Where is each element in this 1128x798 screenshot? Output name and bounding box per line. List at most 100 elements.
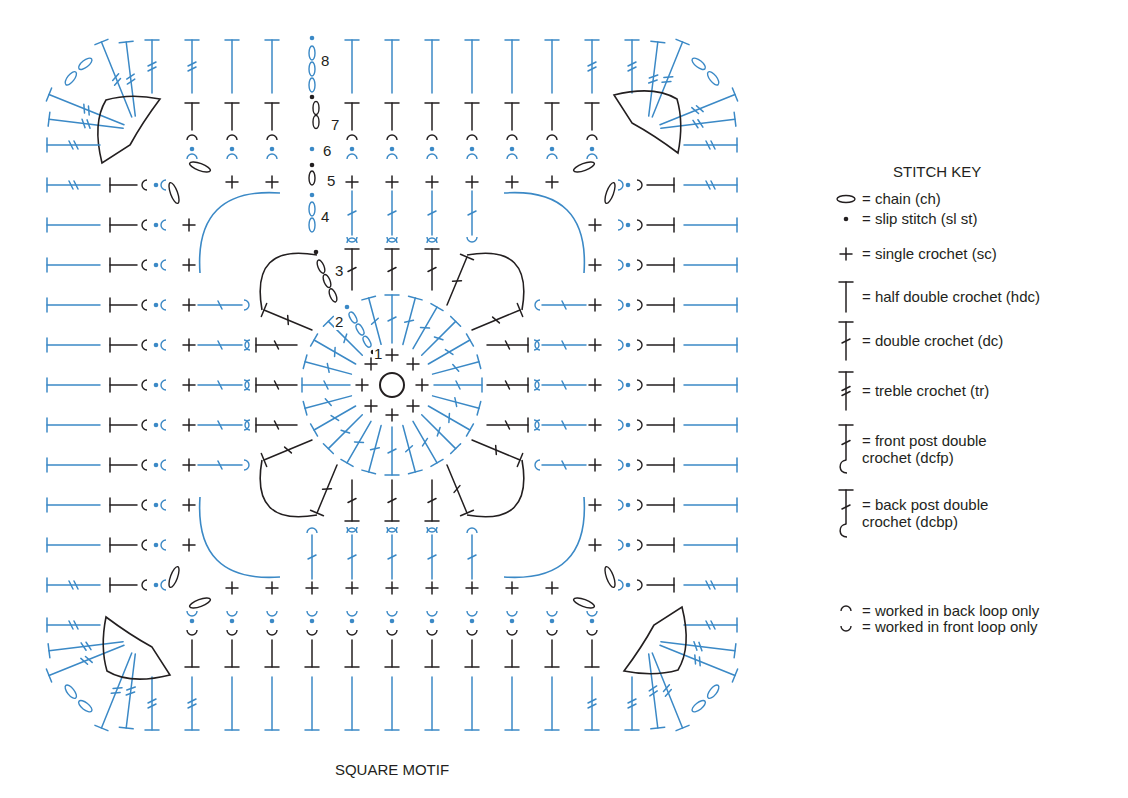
single-crochet (351, 176, 353, 188)
loop-mark (637, 540, 642, 550)
stitch-top (625, 39, 639, 41)
stitch-top (46, 498, 48, 512)
stitch-top (255, 378, 257, 392)
single-crochet (589, 224, 601, 226)
stitch-top (303, 355, 307, 369)
stitch-top (109, 458, 111, 472)
single-crochet (183, 464, 195, 466)
stitch-mark (372, 318, 379, 324)
stitch-mark (699, 642, 702, 650)
stitch-top (425, 39, 439, 41)
stitch-top (46, 218, 48, 232)
slip-stitch (310, 36, 315, 41)
stitch-top (225, 39, 239, 41)
stitch-top (585, 39, 599, 41)
chain-stitch (348, 311, 359, 324)
stitch-post (433, 362, 479, 374)
stitch-post (305, 362, 351, 374)
stitch-mark (506, 381, 510, 389)
stitch-mark (406, 446, 413, 452)
loop-mark (618, 380, 623, 390)
stitch-top (225, 666, 239, 668)
chain-stitch (63, 70, 78, 87)
stitch-post (101, 42, 131, 117)
stitch-top (425, 102, 439, 104)
stitch-top (545, 666, 559, 668)
stitch-post (151, 677, 153, 730)
stitch-mark (506, 341, 510, 349)
stitch-top (481, 378, 483, 392)
stitch-mark (388, 449, 396, 453)
chain-stitch (188, 596, 211, 610)
single-crochet (589, 464, 601, 466)
stitch-mark (74, 621, 78, 629)
stitch-post (551, 103, 553, 130)
stitch-top (673, 378, 675, 392)
chain-stitch (77, 56, 94, 71)
slip-stitch (310, 147, 315, 152)
stitch-top (109, 218, 111, 232)
stitch-mark (448, 414, 450, 423)
stitch-post (551, 40, 553, 93)
loop-mark (534, 380, 539, 390)
stitch-top (505, 39, 519, 41)
round-number: 5 (326, 172, 336, 189)
stitch-post (652, 653, 682, 728)
stitch-top (46, 578, 48, 592)
stitch-post (264, 440, 312, 460)
loop-mark (142, 220, 147, 230)
loop-mark (507, 611, 517, 616)
loop-mark (142, 340, 147, 350)
stitch-post (591, 103, 593, 130)
stitch-mark (275, 341, 279, 349)
stitch-top (109, 538, 111, 552)
loop-mark (547, 611, 557, 616)
loop-mark (142, 180, 147, 190)
single-crochet (511, 582, 513, 594)
slip-stitch (626, 183, 631, 188)
stitch-post (110, 344, 137, 346)
stitch-mark (706, 581, 710, 589)
stitch-post (647, 264, 674, 266)
stitch-post (49, 119, 123, 128)
chain-stitch (603, 181, 617, 204)
stitch-mark (285, 447, 292, 453)
chain-loop (624, 607, 686, 674)
single-crochet (183, 504, 195, 506)
stitch-top (119, 41, 133, 43)
chain-stitch (309, 202, 315, 216)
stitch-post (447, 257, 467, 305)
chain-stitch (309, 171, 315, 185)
slip-stitch (154, 503, 159, 508)
slip-stitch (430, 619, 435, 624)
loop-mark (244, 420, 249, 430)
round-number: 7 (330, 116, 340, 133)
slip-stitch (430, 147, 435, 152)
stitch-top (477, 355, 481, 369)
stitch-top (255, 338, 257, 352)
single-crochet (589, 304, 601, 306)
loop-mark (347, 237, 357, 242)
stitch-mark (588, 62, 596, 66)
loop-mark (467, 611, 477, 616)
single-crochet (412, 400, 414, 412)
stitch-top (736, 178, 738, 192)
single-crochet (391, 176, 393, 188)
chain-loop (614, 91, 681, 153)
stitch-mark (428, 268, 436, 272)
stitch-post (347, 421, 371, 463)
loop-mark (142, 540, 147, 550)
loop-mark (637, 180, 642, 190)
stitch-top (466, 334, 473, 346)
stitch-post (660, 94, 735, 124)
loop-mark (307, 528, 317, 533)
stitch-mark (344, 334, 347, 342)
slip-stitch (154, 183, 159, 188)
stitch-mark (706, 621, 710, 629)
slip-stitch (626, 583, 631, 588)
stitch-mark (74, 141, 78, 149)
stitch-top (736, 578, 738, 592)
stitch-mark (188, 704, 196, 708)
stitch-top (385, 666, 399, 668)
single-crochet (589, 384, 601, 386)
